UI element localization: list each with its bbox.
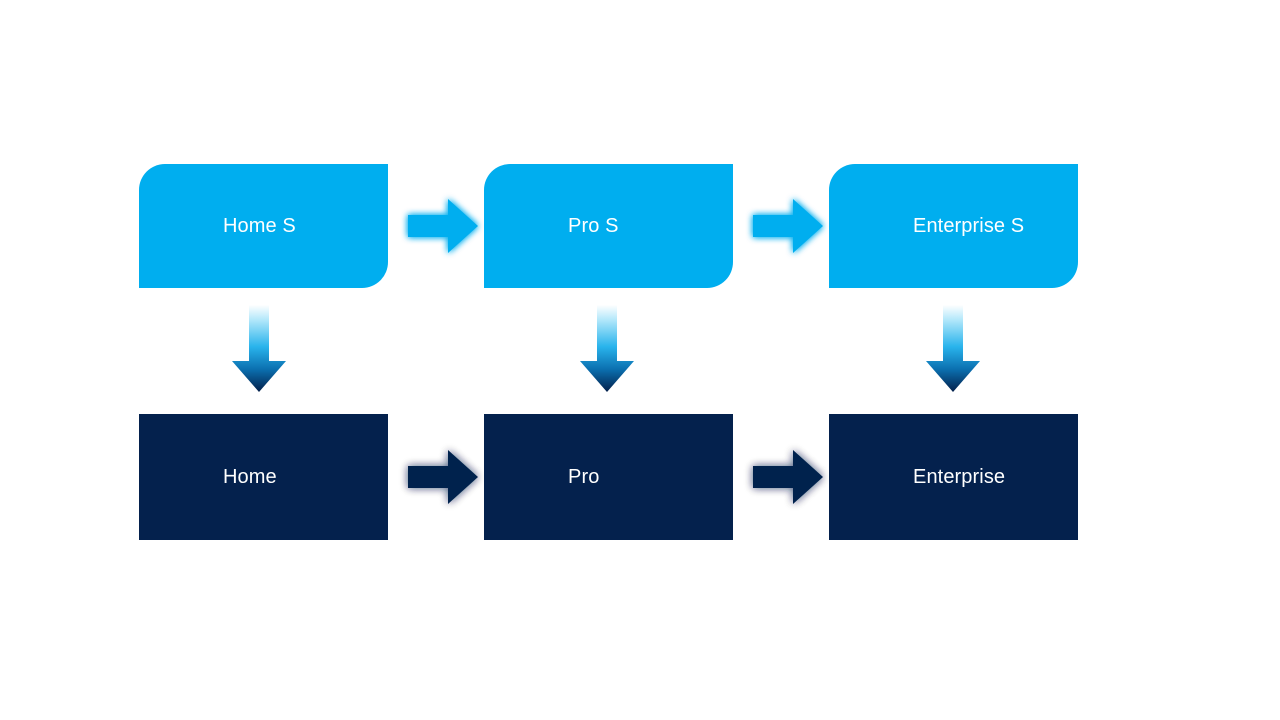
node-label: Enterprise (913, 466, 1006, 488)
node-enterprise[interactable]: Enterprise (829, 414, 1078, 540)
arrow-down-icon (228, 303, 290, 395)
node-pro-s[interactable]: Pro S (484, 164, 733, 288)
arrow-right-icon (749, 193, 827, 259)
node-label: Pro S (568, 215, 619, 237)
arrow-right-icon (404, 444, 482, 510)
node-home-s[interactable]: Home S (139, 164, 388, 288)
node-label: Home S (223, 215, 296, 237)
arrow-down-icon (576, 303, 638, 395)
arrow-right-icon (404, 193, 482, 259)
node-label: Pro (568, 466, 600, 488)
node-home[interactable]: Home (139, 414, 388, 540)
node-label: Home (223, 466, 277, 488)
arrow-down-icon (922, 303, 984, 395)
arrow-right-icon (749, 444, 827, 510)
node-label: Enterprise S (913, 215, 1025, 237)
node-pro[interactable]: Pro (484, 414, 733, 540)
node-enterprise-s[interactable]: Enterprise S (829, 164, 1078, 288)
